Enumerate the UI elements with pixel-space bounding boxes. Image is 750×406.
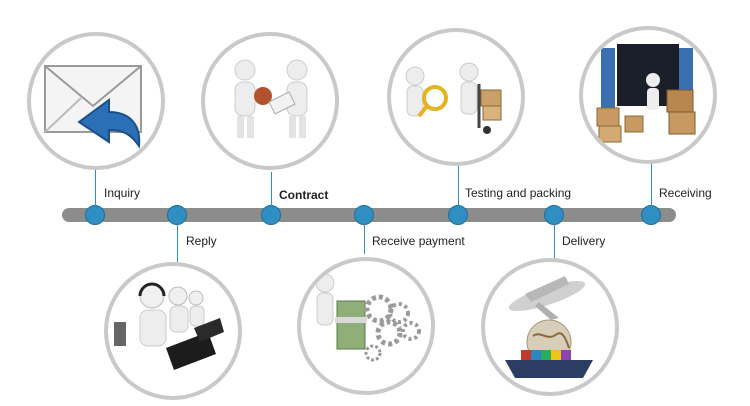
plane-ship-globe-icon [505,276,593,378]
node-testing-packing [448,205,468,225]
handshake-contract-icon [234,59,308,138]
label-delivery: Delivery [562,234,606,248]
stem-testing-packing [458,162,459,206]
label-receiving: Receiving [659,186,712,200]
label-receive-payment: Receive payment [372,234,465,248]
magnifier-cart-icon [405,62,502,134]
node-delivery [544,205,564,225]
stem-reply [177,224,178,262]
stem-receiving [651,160,652,206]
envelope-reply-icon [44,65,142,149]
stem-receive-payment [364,224,365,254]
node-reply [167,205,187,225]
node-inquiry [85,205,105,225]
label-contract: Contract [279,188,329,202]
contract-circle [201,32,339,170]
money-gears-icon [315,273,421,362]
label-reply: Reply [186,234,217,248]
testing-packing-circle [387,28,525,166]
label-inquiry: Inquiry [104,186,141,200]
delivery-circle [481,258,619,396]
receive-payment-circle [297,257,435,395]
warehouse-container-icon [596,44,696,143]
label-testing-packing: Testing and packing [465,186,572,200]
reply-circle [104,262,242,400]
node-receive-payment [354,205,374,225]
node-contract [261,205,281,225]
node-receiving [641,205,661,225]
stem-delivery [554,224,555,260]
receiving-circle [579,26,717,164]
stem-inquiry [95,168,96,206]
stem-contract [271,172,272,206]
inquiry-circle [27,32,165,170]
call-center-icon [114,282,224,370]
